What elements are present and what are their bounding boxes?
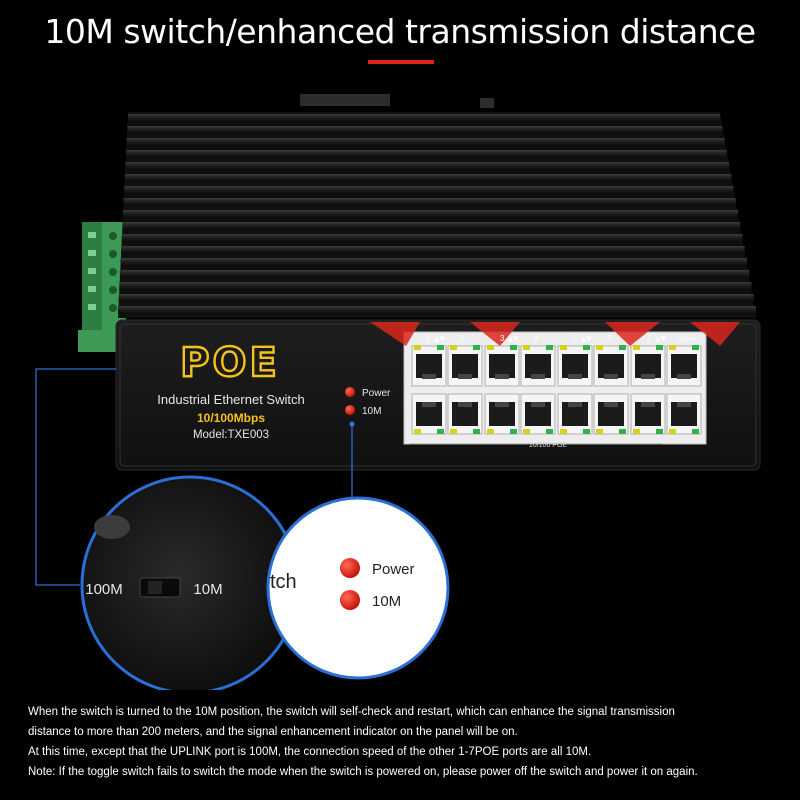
heat-sink-fin (124, 174, 732, 182)
headline-underline (368, 60, 434, 64)
heat-sink-fin (118, 306, 756, 314)
port-number-labels: 1 2 3 4 5 6 7 Uplink (426, 334, 696, 343)
svg-text:▲▼: ▲▼ (508, 335, 519, 343)
caption-line-3: At this time, except that the UPLINK por… (28, 746, 592, 758)
heat-sink-fin (123, 198, 736, 206)
port-label-5: 5 (573, 334, 578, 343)
rj45-port (447, 393, 483, 435)
rj45-port (593, 345, 629, 387)
caption-line-1: When the switch is turned to the 10M pos… (28, 706, 675, 718)
port-group-label: 10/100 POE (529, 442, 567, 449)
port-label-4: 4 (534, 334, 539, 343)
rj45-port (411, 345, 447, 387)
callout-lines (35, 368, 353, 586)
rj45-port (630, 345, 666, 387)
rj45-port (666, 345, 702, 387)
zoom-tenm-label: 10M (372, 593, 401, 610)
rj45-port (411, 393, 447, 435)
speed-label: 10/100Mbps (197, 411, 265, 425)
heat-sink-fin (128, 114, 720, 122)
rj45-port (630, 393, 666, 435)
port-arrows: ▲▼ ▲▼ ▲▼ ▲▼ (434, 335, 666, 343)
power-led-label: Power (362, 388, 391, 399)
tenm-led-label: 10M (362, 406, 381, 417)
product-name: Industrial Ethernet Switch (157, 392, 304, 407)
heat-sink-fin (119, 270, 750, 278)
zoom-power-label: Power (372, 561, 415, 578)
heat-sink-fin (125, 162, 729, 170)
rj45-port (520, 345, 556, 387)
svg-text:▲▼: ▲▼ (655, 335, 666, 343)
zoom-left: 100M 10M (80, 475, 300, 690)
rj45-port (520, 393, 556, 435)
heat-sink-fin (119, 282, 752, 290)
svg-text:▲▼: ▲▼ (434, 335, 445, 343)
heat-sink-fin (120, 258, 747, 266)
zoom-label-100m: 100M (85, 581, 123, 598)
svg-text:▲▼: ▲▼ (581, 335, 592, 343)
rj45-port (447, 345, 483, 387)
callout-dot (349, 421, 355, 427)
zoom-right: tch Power 10M (266, 496, 450, 680)
port-label-2: 2 (460, 334, 465, 343)
heat-sink-fin (126, 138, 725, 146)
heat-sink (118, 112, 756, 318)
heat-sink-fin (123, 210, 738, 218)
heat-sink-fin (127, 126, 723, 134)
rj45-port (484, 345, 520, 387)
port-label-3: 3 (500, 334, 505, 343)
port-label-7: 7 (647, 334, 652, 343)
caption-line-4: Note: If the toggle switch fails to swit… (28, 766, 698, 778)
zoom-tenm-led (340, 590, 360, 610)
heat-sink-fin (126, 150, 727, 158)
heat-sink-fin (122, 222, 741, 230)
brand-logo: POE (180, 340, 280, 386)
zoom-power-led (340, 558, 360, 578)
port-bay (370, 322, 740, 445)
rj45-port (666, 393, 702, 435)
caption-line-2: distance to more than 200 meters, and th… (28, 726, 518, 738)
page-headline: 10M switch/enhanced transmission distanc… (44, 12, 756, 51)
power-led (345, 387, 355, 397)
zoom-partial-text: tch (270, 571, 297, 593)
heat-sink-fin (121, 234, 743, 242)
din-clips (300, 94, 494, 108)
rj45-port (557, 345, 593, 387)
port-label-uplink: Uplink (676, 336, 696, 343)
caption-block: When the switch is turned to the 10M pos… (28, 702, 788, 782)
rj45-port (593, 393, 629, 435)
heat-sink-fin (124, 186, 734, 194)
tenm-led (345, 405, 355, 415)
heat-sink-fin (121, 246, 745, 254)
rj45-port (557, 393, 593, 435)
port-label-6: 6 (607, 334, 612, 343)
heat-sink-fin (118, 294, 754, 302)
port-label-1: 1 (426, 334, 431, 343)
zoom-label-10m: 10M (193, 581, 222, 598)
model-label: Model:TXE003 (193, 429, 269, 441)
product-scene: 10/100 POE 1 2 3 4 5 6 7 Uplink ▲▼▲▼ ▲▼▲… (35, 94, 761, 690)
terminal-block (78, 222, 126, 352)
rj45-port (484, 393, 520, 435)
